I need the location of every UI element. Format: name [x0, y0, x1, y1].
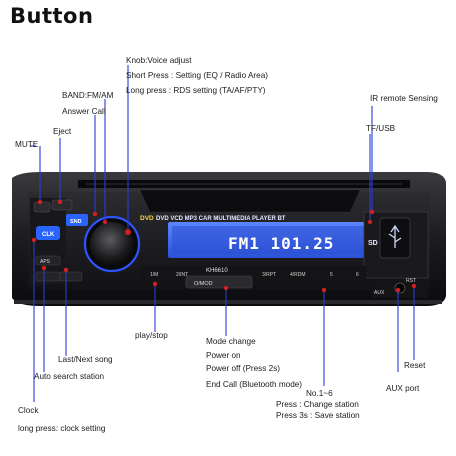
label-play-stop: play/stop [135, 331, 168, 340]
label-mute: MUTE [15, 140, 39, 149]
label-ir-remote: IR remote Sensing [370, 94, 438, 103]
label-auto-search: Auto search station [34, 372, 105, 381]
label-answer-call: Answer Call [62, 107, 106, 116]
label-press-save: Press 3s : Save station [276, 411, 360, 420]
label-clock: Clock [18, 406, 39, 415]
page-title: Button [10, 4, 94, 28]
label-press-change: Press : Change station [276, 400, 359, 409]
label-power-on: Power on [206, 351, 241, 360]
brand-line: DVD VCD MP3 CAR MULTIMEDIA PLAYER BT [156, 216, 286, 222]
label-clock-setting: long press: clock setting [18, 424, 106, 433]
sd-label: SD [368, 240, 378, 247]
preset-3: 3/RPT [262, 272, 276, 278]
label-end-call: End Call (Bluetooth mode) [206, 380, 303, 389]
label-mode-change: Mode change [206, 337, 256, 346]
clk-label: CLK [42, 232, 55, 238]
preset-5: 5 [330, 272, 333, 278]
label-aux-port: AUX port [386, 384, 420, 393]
dvd-logo: DVD [140, 215, 154, 222]
label-last-next: Last/Next song [58, 355, 113, 364]
label-eject: Eject [53, 127, 72, 136]
aux-label: AUX [374, 290, 385, 296]
preset-2: 2/INT [176, 272, 188, 278]
preset-labels: 1/M 2/INT 3/RPT 4/RDM 5 6 [150, 272, 359, 278]
label-band: BAND:FM/AM [62, 91, 114, 100]
preset-4: 4/RDM [290, 272, 306, 278]
rst-label: RST [406, 278, 416, 284]
snd-label: SND [70, 219, 82, 225]
aps-label: APS [40, 259, 51, 265]
label-power-off: Power off (Press 2s) [206, 364, 281, 373]
rst-button [33, 201, 51, 213]
model-label: KH6610 [206, 268, 228, 274]
label-tf-usb: TF/USB [366, 124, 396, 133]
label-reset: Reset [404, 361, 426, 370]
mode-button [185, 275, 253, 289]
preset-6: 6 [356, 272, 359, 278]
display-frequency: FM1 101.25 [228, 234, 334, 253]
label-long-press-rds: Long press : RDS setting (TA/AF/PTY) [126, 86, 266, 95]
snd-button [66, 214, 88, 226]
clk-button [36, 226, 60, 240]
label-knob: Knob:Voice adjust [126, 56, 192, 65]
usb-icon [388, 224, 402, 248]
preset-1: 1/M [150, 272, 158, 278]
label-short-press: Short Press : Setting (EQ / Radio Area) [126, 71, 268, 80]
label-no-1-6: No.1~6 [306, 389, 333, 398]
mode-button-label: O/MOD [194, 281, 213, 287]
aps-button [35, 255, 61, 266]
eject-button [51, 199, 73, 211]
